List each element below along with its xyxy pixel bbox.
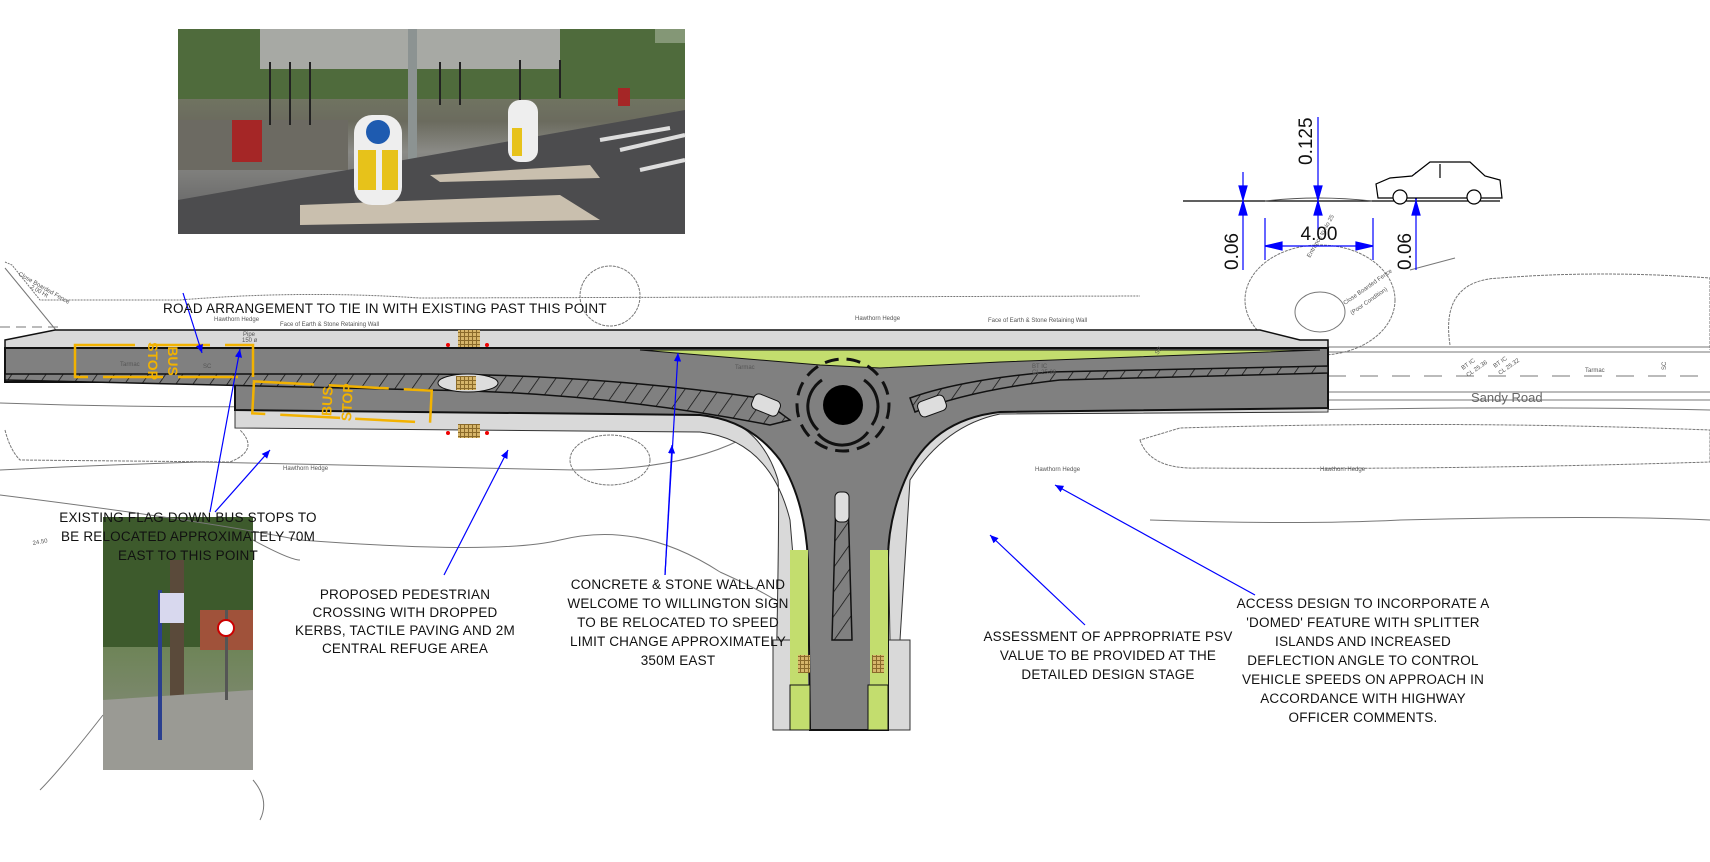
note-line: LIMIT CHANGE APPROXIMATELY [570, 634, 786, 649]
label-wall: Face of Earth & Stone Retaining Wall [280, 322, 379, 328]
label-pipe-size: 150 ø [242, 338, 258, 344]
note-road-arrangement: ROAD ARRANGEMENT TO TIE IN WITH EXISTING… [163, 301, 607, 316]
note-line: ASSESSMENT OF APPROPRIATE PSV [983, 629, 1232, 644]
photo-bus-stop [103, 517, 253, 770]
island-west [751, 393, 781, 417]
note-line: PROPOSED PEDESTRIAN [320, 587, 490, 602]
note-access-design: ACCESS DESIGN TO INCORPORATE A 'DOMED' F… [1237, 596, 1490, 725]
label-sp: SP [1155, 346, 1164, 356]
note-line: VALUE TO BE PROVIDED AT THE [1000, 648, 1216, 663]
label-tarmac-west: Tarmac [120, 362, 140, 368]
label-hedge-southwest: Hawthorn Hedge [283, 466, 329, 472]
mini-roundabout [795, 357, 891, 453]
label-hedge: Hawthorn Hedge [214, 317, 260, 323]
note-line: VEHICLE SPEEDS ON APPROACH IN [1242, 672, 1484, 687]
note-line: EAST TO THIS POINT [118, 548, 258, 563]
label-bt1-cl: CL 25.28 [1032, 370, 1057, 376]
note-line: CONCRETE & STONE WALL AND [571, 577, 786, 592]
label-hedge-mid: Hawthorn Hedge [855, 316, 901, 322]
dimension-width: 4.00 [1301, 224, 1338, 245]
note-line: WELCOME TO WILLINGTON SIGN [567, 596, 788, 611]
green-verge-north [639, 349, 1321, 369]
note-line: ISLANDS AND INCREASED [1275, 634, 1451, 649]
label-tarmac-east: Tarmac [1585, 368, 1605, 374]
label-sc-east: SC [1662, 361, 1668, 370]
note-line: ACCORDANCE WITH HIGHWAY [1260, 691, 1466, 706]
stop-marking-text: STOP [338, 383, 356, 422]
note-pedestrian-crossing: PROPOSED PEDESTRIAN CROSSING WITH DROPPE… [295, 587, 515, 656]
note-line: KERBS, TACTILE PAVING AND 2M [295, 623, 515, 638]
note-bus-stops: EXISTING FLAG DOWN BUS STOPS TO BE RELOC… [59, 510, 317, 563]
note-line: OFFICER COMMENTS. [1289, 710, 1438, 725]
note-line: EXISTING FLAG DOWN BUS STOPS TO [59, 510, 317, 525]
bus-marking-text: BUS [318, 386, 336, 416]
note-line: TO BE RELOCATED TO SPEED [577, 615, 779, 630]
note-wall-sign: CONCRETE & STONE WALL AND WELCOME TO WIL… [567, 577, 788, 668]
note-line: BE RELOCATED APPROXIMATELY 70M [61, 529, 315, 544]
label-hedge-southeast: Hawthorn Hedge [1320, 467, 1366, 473]
carriageway [4, 347, 1329, 731]
bus-marking-text: BUS [165, 346, 181, 376]
label-sc: SC [203, 364, 212, 370]
dimension-right-step: 0.06 [1395, 233, 1416, 270]
label-wall-east: Face of Earth & Stone Retaining Wall [988, 318, 1087, 324]
pedestrian-crossing [437, 330, 884, 673]
note-line: DEFLECTION ANGLE TO CONTROL [1247, 653, 1479, 668]
note-line: 350M EAST [641, 653, 716, 668]
photo-traffic-island [178, 29, 686, 234]
leader-lines [182, 292, 1256, 626]
note-line: 'DOMED' FEATURE WITH SPLITTER [1246, 615, 1480, 630]
label-bt1: BT IC [1032, 364, 1048, 370]
label-hedge-south: Hawthorn Hedge [1035, 467, 1081, 473]
hatched-median-west [4, 373, 792, 426]
note-line: ACCESS DESIGN TO INCORPORATE A [1237, 596, 1490, 611]
note-line: DETAILED DESIGN STAGE [1021, 667, 1194, 682]
car-icon [1375, 161, 1503, 205]
stop-marking-text: STOP [145, 342, 161, 380]
island-south [834, 491, 850, 523]
domed-feature-section: 0.125 4.00 0.06 0.06 [1183, 117, 1503, 270]
dimension-left-step: 0.06 [1222, 233, 1243, 270]
bus-stop-marking-south: BUS STOP [250, 380, 434, 424]
label-pipe: Pipe [243, 332, 256, 338]
bus-stop-marking-north: BUS STOP [73, 342, 255, 380]
label-fence-left: Close Boarded Fence [17, 272, 71, 307]
road-name-sandy-road: Sandy Road [1471, 390, 1543, 405]
dimension-height: 0.125 [1296, 117, 1317, 165]
label-fence-condition: (Poor Condition) [1350, 287, 1389, 317]
note-line: CROSSING WITH DROPPED [313, 605, 498, 620]
note-line: CENTRAL REFUGE AREA [322, 641, 488, 656]
note-psv: ASSESSMENT OF APPROPRIATE PSV VALUE TO B… [983, 629, 1232, 682]
label-tarmac-mid: Tarmac [735, 365, 755, 371]
label-level: 24.50 [32, 538, 48, 547]
island-east [917, 394, 947, 418]
hatched-median-east [909, 365, 1329, 413]
